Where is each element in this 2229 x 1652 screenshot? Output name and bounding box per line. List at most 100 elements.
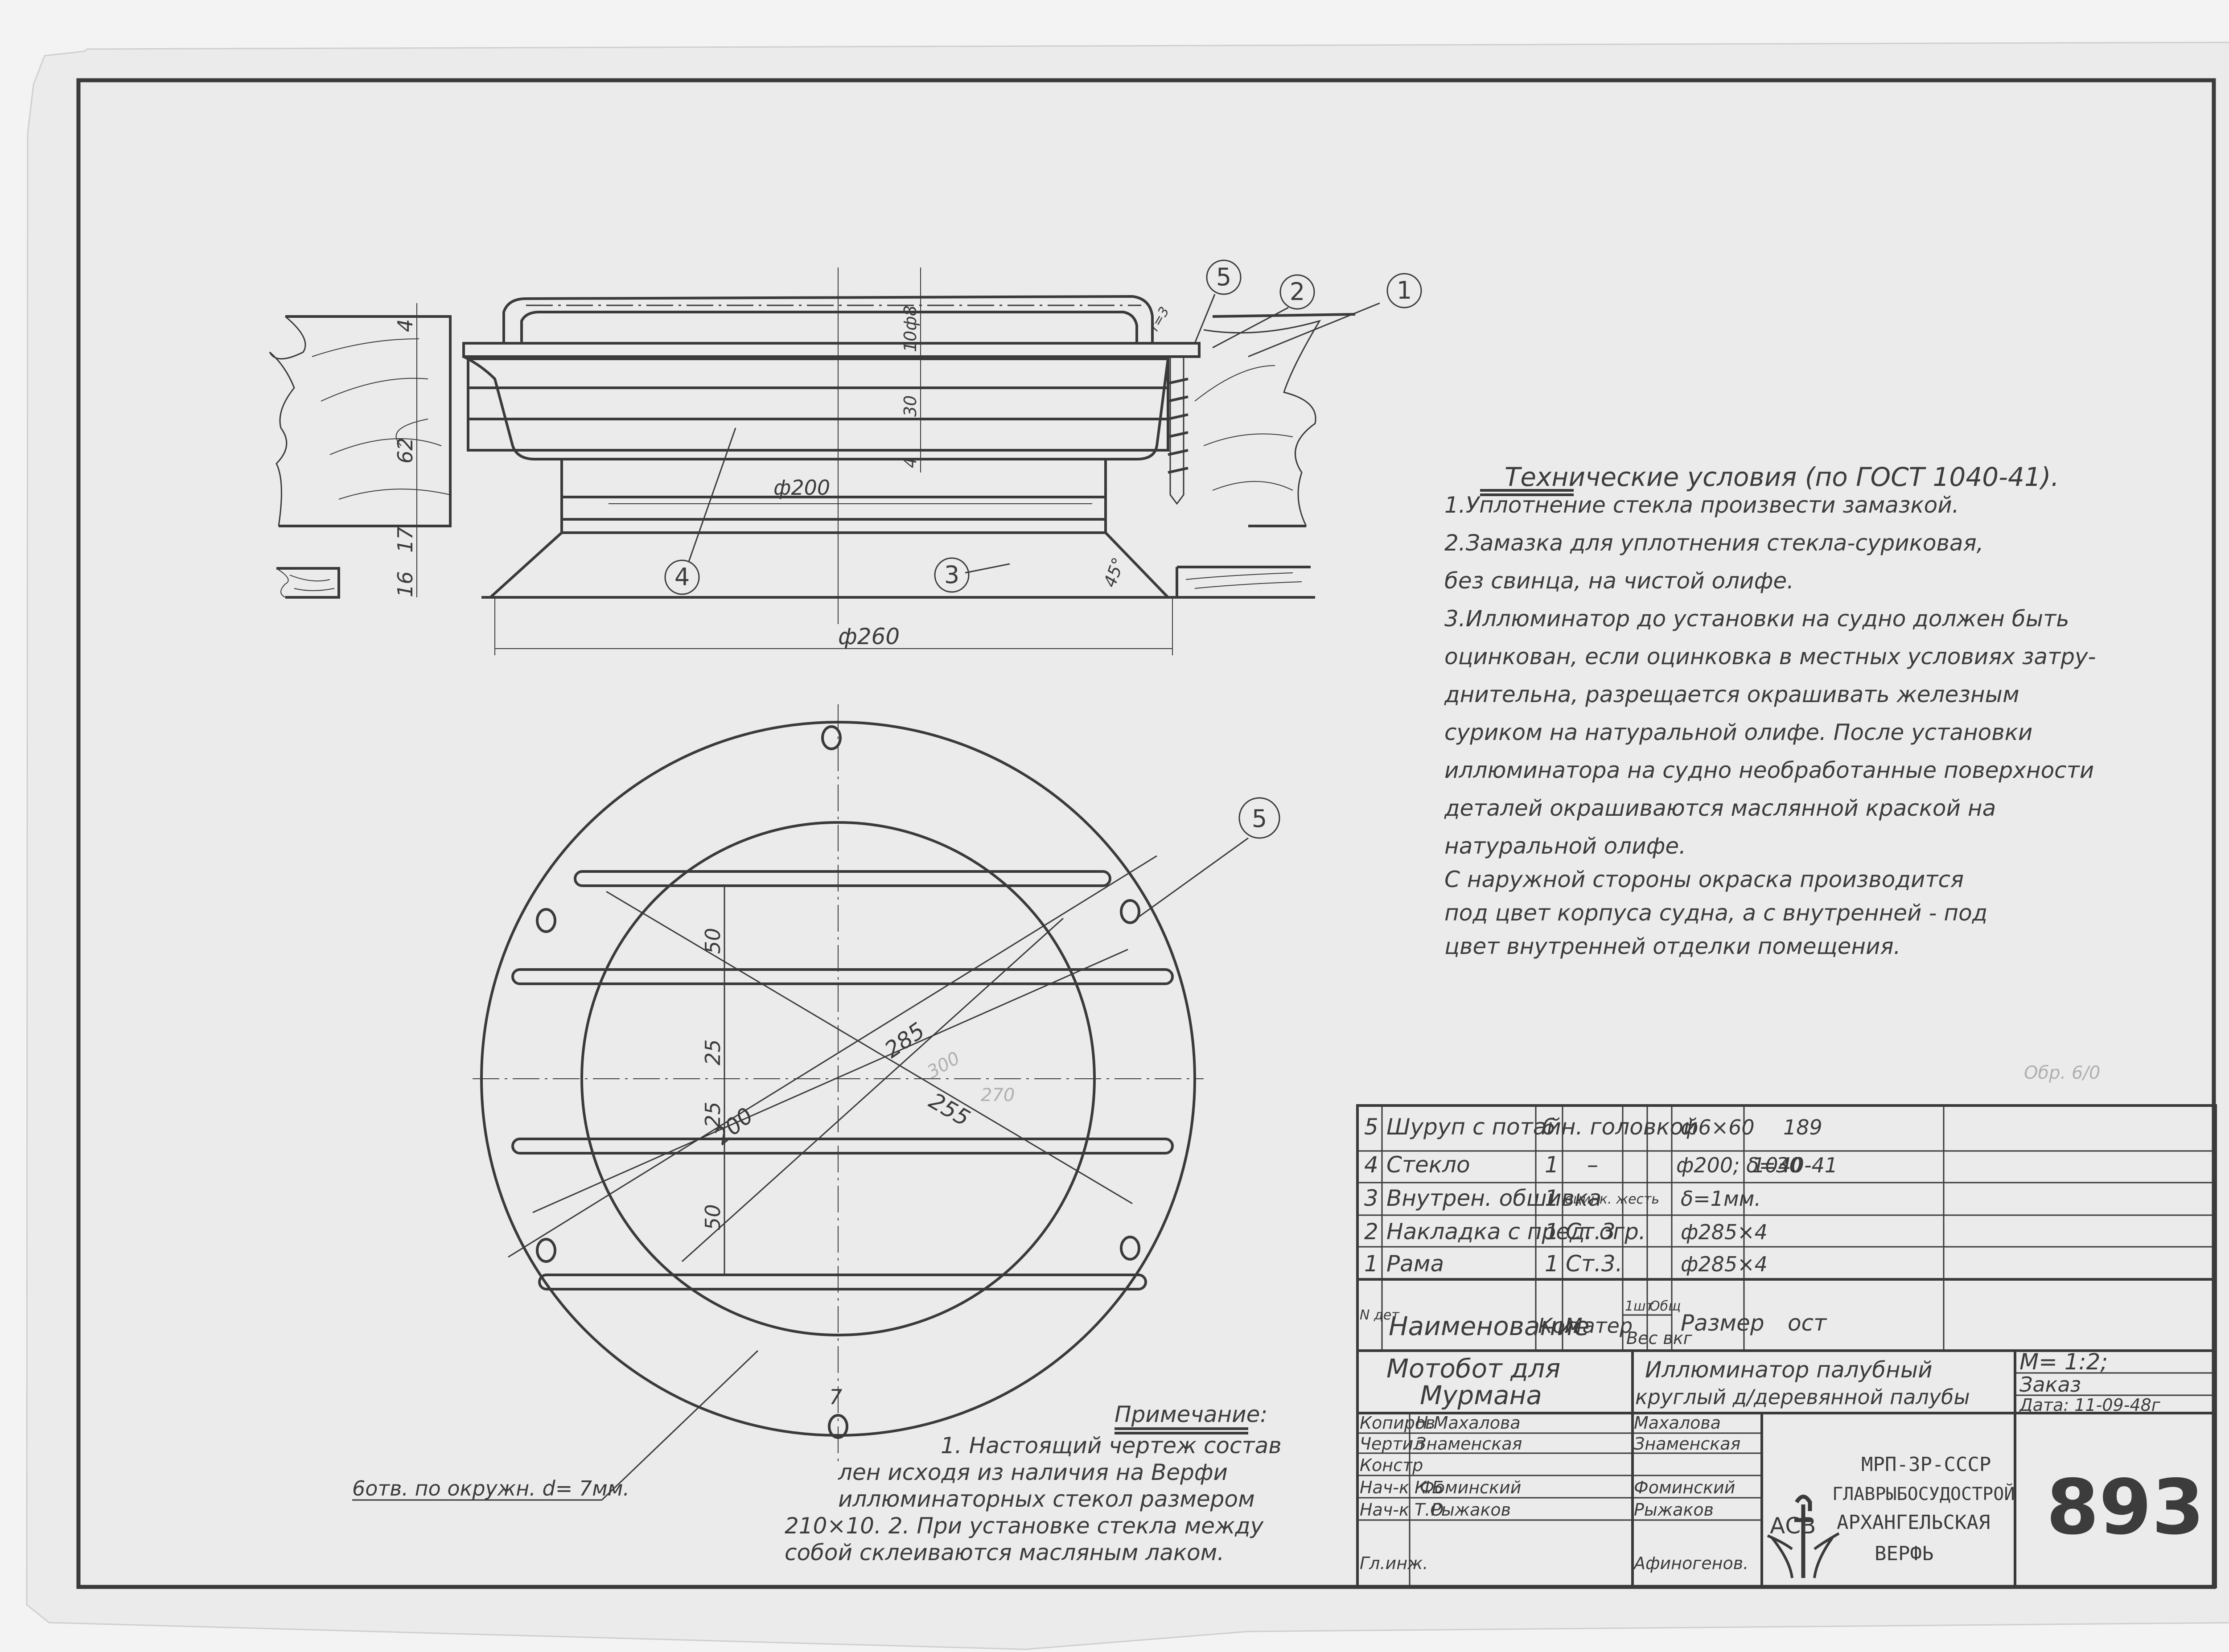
name-2: Знаменская: [1634, 1434, 1740, 1454]
row-4-no: 4: [1364, 1152, 1378, 1178]
row-3-qty: 1: [1545, 1185, 1559, 1211]
row-1-size: ф285×4: [1681, 1252, 1768, 1276]
row-1-mat: Ст.3.: [1566, 1251, 1623, 1277]
row-3-size: δ=1мм.: [1681, 1187, 1761, 1211]
note-block: Примечание: 1. Настоящий чертеж состав л…: [785, 1401, 1282, 1566]
role-drew: Чертил: [1360, 1434, 1424, 1454]
dim-4-top: 4: [393, 319, 417, 332]
tech-line: цвет внутренней отделки помещения.: [1444, 933, 1901, 959]
tech-line: натуральной олифе.: [1444, 833, 1686, 859]
order-label: Заказ: [2019, 1373, 2081, 1397]
technical-conditions: Технические условия (по ГОСТ 1040-41). 1…: [1444, 462, 2096, 959]
holes-note: 6отв. по окружн. d= 7мм.: [352, 1476, 629, 1500]
name-1: Махалова: [1634, 1413, 1721, 1433]
header-weight-total: Общ: [1649, 1299, 1681, 1314]
dim-hole-7: 7: [829, 1385, 842, 1409]
paper: [26, 41, 2229, 1650]
dim-17: 17: [393, 526, 417, 553]
row-2-size: ф285×4: [1681, 1220, 1768, 1244]
row-1-no: 1: [1364, 1251, 1378, 1277]
dim-25-a: 25: [701, 1039, 725, 1065]
pencil-270: 270: [981, 1085, 1015, 1105]
row-4-qty: 1: [1545, 1152, 1559, 1178]
org-line-3: АРХАНГЕЛЬСКАЯ: [1837, 1511, 1990, 1534]
project-line-2: Мурмана: [1420, 1380, 1542, 1410]
note-heading: Примечание:: [1114, 1401, 1267, 1427]
signature-4: Фоминский: [1420, 1478, 1521, 1497]
tech-line: 3.Иллюминатор до установки на судно долж…: [1444, 606, 2069, 632]
note-line: 210×10. 2. При установке стекла между: [785, 1513, 1264, 1539]
org-line-1: МРП-ЗР-СССР: [1861, 1453, 1991, 1476]
row-2-no: 2: [1364, 1219, 1378, 1245]
title-line-1: Иллюминатор палубный: [1645, 1357, 1933, 1383]
role-copied: Копиров: [1360, 1413, 1435, 1433]
tech-line: днительна, разрещается окрашивать железн…: [1444, 682, 2019, 707]
tech-line: иллюминатора на судно необработанные пов…: [1444, 757, 2094, 783]
header-weight-unit: 1шт: [1625, 1299, 1654, 1314]
shipyard-logo-icon: АСВ: [1767, 1495, 1840, 1578]
dim-62: 62: [393, 437, 417, 464]
signature-1: Н.Махалова: [1415, 1413, 1521, 1433]
balloon-1: 1: [1397, 276, 1412, 304]
note-line: лен исходя из наличия на Верфи: [838, 1459, 1228, 1485]
row-4-mat: –: [1587, 1152, 1598, 1178]
name-6: Афиногенов.: [1633, 1553, 1748, 1573]
role-designer: Констр: [1360, 1455, 1423, 1475]
tech-line: 2.Замазка для уплотнения стекла-сурикова…: [1444, 530, 1984, 556]
row-3-no: 3: [1364, 1185, 1378, 1211]
row-1-qty: 1: [1545, 1251, 1559, 1277]
tech-heading: Технические условия (по ГОСТ 1040-41).: [1505, 462, 2059, 492]
balloon-2: 2: [1290, 278, 1305, 306]
title-block: Мотобот для Мурмана Иллюминатор палубный…: [1356, 1349, 2217, 1588]
row-2-name: Накладка с пред. огр.: [1386, 1219, 1646, 1245]
section-view: 5 2 1 4 3 4 62 17 16 10ф8 30 4 ф200 ф260…: [269, 259, 1422, 655]
title-line-2: круглый д/деревянной палубы: [1635, 1385, 1970, 1409]
tech-line: деталей окрашиваются маслянной краской н…: [1444, 795, 1996, 821]
row-1-name: Рама: [1386, 1251, 1444, 1277]
pencil-annotation: Обр. 6/0: [2024, 1063, 2100, 1083]
drawing-frame: [76, 78, 2216, 1589]
header-name: Наименование: [1389, 1311, 1590, 1341]
dim-d200: ф200: [773, 476, 830, 500]
row-4-name: Стекло: [1386, 1152, 1470, 1178]
note-line: собой склеиваются масляным лаком.: [785, 1540, 1224, 1566]
row-5-no: 5: [1364, 1114, 1378, 1140]
tech-line: под цвет корпуса судна, а с внутренней -…: [1444, 900, 1987, 926]
row-5-name: Шуруп с потайн. головкой: [1386, 1114, 1698, 1140]
row-5-std: 189: [1783, 1115, 1822, 1139]
row-2-mat: Ст.3: [1566, 1219, 1616, 1245]
header-size: Размер: [1681, 1310, 1764, 1336]
row-4-size: ф200; δ=30: [1676, 1153, 1802, 1177]
name-5: Рыжаков: [1634, 1500, 1714, 1520]
role-head-kb: Нач-к К.Б: [1360, 1478, 1444, 1497]
plan-balloon-5: 5: [1252, 805, 1267, 833]
role-head-to: Нач-к Т.О: [1360, 1500, 1444, 1520]
org-line-4: ВЕРФЬ: [1875, 1542, 1933, 1565]
note-line: иллюминаторных стекол размером: [838, 1486, 1255, 1512]
balloon-3: 3: [944, 561, 959, 589]
logo-letters: АСВ: [1770, 1513, 1816, 1539]
header-no: N дет: [1360, 1307, 1400, 1323]
dim-d260: ф260: [838, 624, 900, 649]
name-4: Фоминский: [1634, 1478, 1735, 1497]
row-5-size: ф6×60: [1681, 1115, 1755, 1139]
scale: М= 1:2;: [2019, 1349, 2108, 1375]
tech-line: оцинкован, если оцинковка в местных усло…: [1444, 644, 2096, 670]
role-chief-eng: Гл.инж.: [1360, 1553, 1428, 1573]
row-4-std: 1040-41: [1752, 1153, 1838, 1177]
org-line-2: ГЛАВРЫБОСУДОСТРОЙ: [1832, 1483, 2015, 1504]
dim-50-bottom: 50: [701, 1204, 725, 1230]
note-line: 1. Настоящий чертеж состав: [941, 1433, 1282, 1459]
dim-bar: 10ф8: [901, 305, 920, 352]
drawing-number: 893: [2046, 1463, 2204, 1552]
parts-list: 5 Шуруп с потайн. головкой 6 ф6×60 189 4…: [1356, 1104, 2217, 1352]
tech-line: суриком на натуральной олифе. После уста…: [1444, 719, 2032, 745]
header-material: Матер: [1565, 1314, 1633, 1338]
header-qty: Кол: [1538, 1314, 1578, 1338]
balloon-4: 4: [674, 563, 690, 591]
tech-line: С наружной стороны окраска производится: [1444, 867, 1964, 892]
dim-16: 16: [393, 571, 417, 597]
row-3-mat: оцинк. жесть: [1565, 1192, 1659, 1207]
row-2-qty: 1: [1545, 1219, 1559, 1245]
